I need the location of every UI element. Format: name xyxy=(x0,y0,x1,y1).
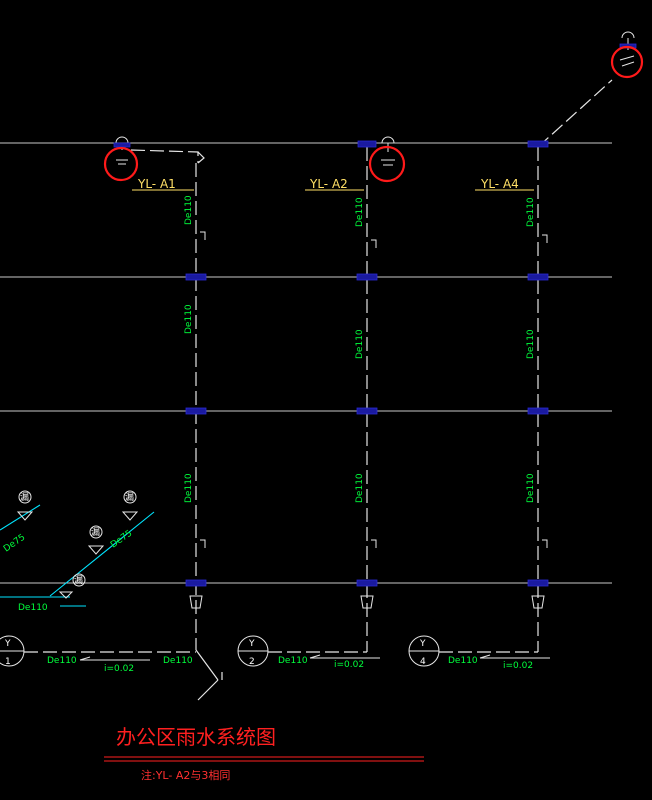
pipe-fitting xyxy=(185,273,207,281)
outlet-y2: Y 2 De110 i=0.02 xyxy=(237,635,380,670)
pipe-size-label: De110 xyxy=(184,195,194,225)
pipe-size-label: De110 xyxy=(526,197,536,227)
slope-label: i=0.02 xyxy=(104,664,134,674)
roof-drain-icon xyxy=(381,136,395,166)
floor-drain-icon: 漏 xyxy=(16,490,34,521)
pipe-size-label: De110 xyxy=(526,473,536,503)
svg-text:漏: 漏 xyxy=(125,491,134,503)
highlight-circle xyxy=(368,145,406,183)
pipe-fitting xyxy=(357,140,377,148)
pipe-size-label: De110 xyxy=(355,473,365,503)
riser-a2: YL- A2 De110 De110 De110 xyxy=(305,136,406,652)
outlet-y4: Y 4 De110 i=0.02 xyxy=(408,635,550,671)
pipe-size-label: De110 xyxy=(355,329,365,359)
svg-text:Y: Y xyxy=(419,639,426,649)
branch-drainage: 漏 漏 漏 漏 De75 De75 De110 xyxy=(0,490,155,613)
riser-a1: YL- A1 De110 De110 De110 xyxy=(103,136,223,701)
pipe-size-label: De75 xyxy=(109,529,134,551)
pipe-size-label: De110 xyxy=(163,656,193,666)
svg-text:2: 2 xyxy=(249,657,255,667)
pipe-size-label: De75 xyxy=(2,533,27,555)
pipe-fitting xyxy=(527,579,549,587)
pipe-size-label: De110 xyxy=(18,603,48,613)
pipe-fitting xyxy=(527,407,549,415)
highlight-circle xyxy=(103,146,139,182)
pipe-fitting xyxy=(527,273,549,281)
floor-drain-icon: 漏 xyxy=(58,573,86,599)
floor-drain-icon: 漏 xyxy=(87,525,105,555)
pipe-size-label: De110 xyxy=(526,329,536,359)
pipe-size-label: De110 xyxy=(278,656,308,666)
trap-symbol xyxy=(189,595,203,609)
trap-symbol xyxy=(360,595,374,609)
pipe-fitting xyxy=(185,407,207,415)
highlight-circle xyxy=(610,45,644,79)
riser-a4: YL- A4 De110 De110 De110 xyxy=(475,31,644,652)
svg-text:4: 4 xyxy=(420,657,426,667)
svg-text:漏: 漏 xyxy=(20,491,29,503)
outlet-y1: Y 1 De110 i=0.02 De110 xyxy=(0,635,196,674)
pipe-size-label: De110 xyxy=(448,656,478,666)
pipe-size-label: De110 xyxy=(47,656,77,666)
riser-tag: YL- A2 xyxy=(309,177,348,191)
pipe-fitting xyxy=(527,140,549,148)
floor-drain-icon: 漏 xyxy=(121,490,139,521)
pipe-fitting xyxy=(356,273,378,281)
slope-label: i=0.02 xyxy=(503,661,533,671)
svg-text:Y: Y xyxy=(248,639,255,649)
pipe-fitting xyxy=(185,579,207,587)
pipe-fitting xyxy=(356,407,378,415)
slope-label: i=0.02 xyxy=(334,660,364,670)
svg-text:Y: Y xyxy=(4,639,11,649)
pipe-size-label: De110 xyxy=(184,304,194,334)
pipe-size-label: De110 xyxy=(355,197,365,227)
svg-text:漏: 漏 xyxy=(91,526,100,538)
pipe-size-label: De110 xyxy=(184,473,194,503)
svg-text:1: 1 xyxy=(5,657,11,667)
trap-symbol xyxy=(531,595,545,609)
riser-tag: YL- A4 xyxy=(480,177,519,191)
drawing-note: 注:YL- A2与3相同 xyxy=(141,768,230,782)
riser-tag: YL- A1 xyxy=(137,177,176,191)
pipe-fitting xyxy=(356,579,378,587)
drawing-title: 办公区雨水系统图 xyxy=(116,725,276,749)
svg-text:漏: 漏 xyxy=(74,574,83,586)
